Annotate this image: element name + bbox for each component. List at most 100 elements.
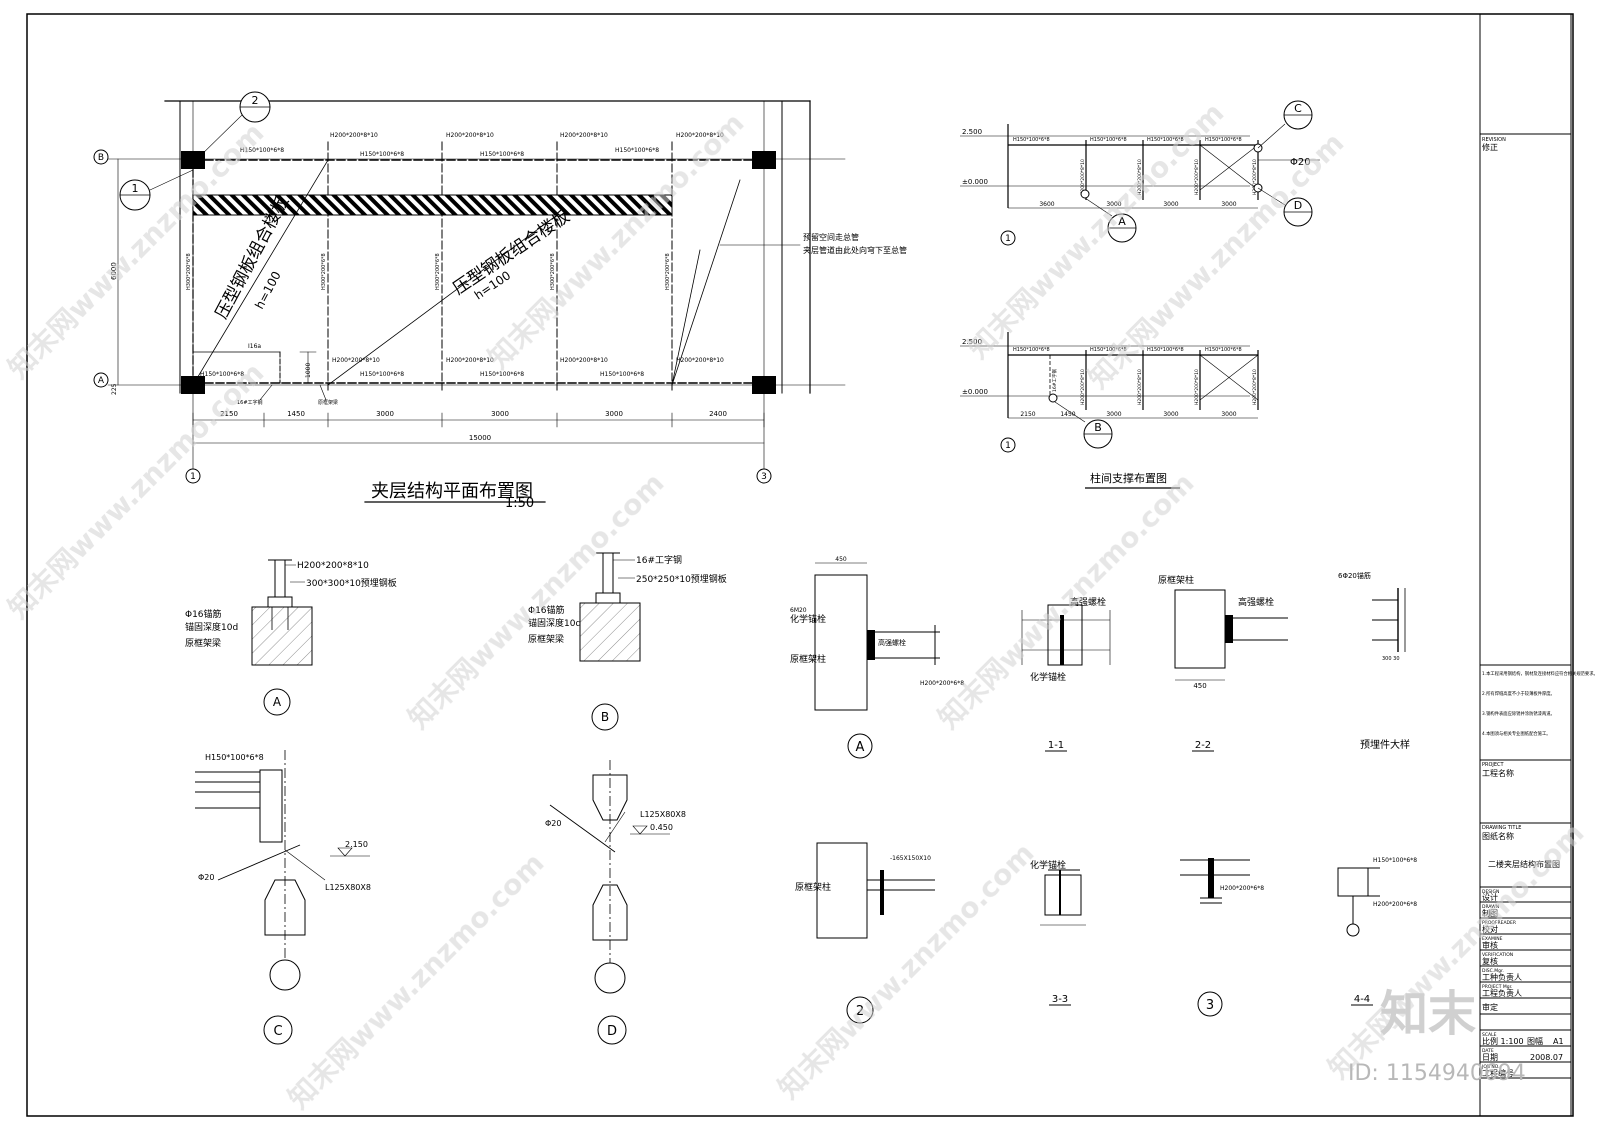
- role-design-en: DESIGN: [1482, 889, 1499, 895]
- brace-beam-b4: H150*100*6*8: [1205, 347, 1242, 353]
- label-i16-steel: 16#工字钢: [237, 399, 263, 406]
- section-1-1: 高强螺栓 化学锚栓 1-1: [1021, 596, 1111, 752]
- brace-col-b3: H200*200*8*10: [1194, 369, 1200, 405]
- beam-label-bot-1: H200*200*8*10: [332, 357, 380, 364]
- node-2-plate: -165X150X10: [890, 855, 931, 862]
- watermark-9: 知末网www.znzmo.com: [772, 836, 1041, 1105]
- joist-label-top-0: H150*100*6*8: [240, 147, 284, 154]
- dim-bottom-6: 2400: [709, 410, 727, 418]
- detail-a: H200*200*8*10 300*300*10预埋钢板 Φ16锚筋 锚固深度1…: [185, 559, 397, 716]
- dim-225: 225: [111, 383, 118, 395]
- node-3-label: 3: [1206, 998, 1214, 1013]
- column-b3: [752, 151, 776, 169]
- brace-col-3: H200*200*8*10: [1194, 159, 1200, 195]
- detail-d-rod: Φ20: [545, 819, 561, 828]
- brace-callout-c: C: [1294, 102, 1302, 115]
- detail-b-plate: 250*250*10预埋钢板: [636, 573, 727, 585]
- node-2: -165X150X10 原框架柱 2: [795, 842, 935, 1024]
- section-2-2: 450 原框架柱 高强螺栓 2-2: [1158, 574, 1288, 752]
- watermark-brand: 知末: [1380, 986, 1476, 1042]
- label-frame-beam: 原框架梁: [318, 399, 338, 406]
- brace-beam-1: H150*100*6*8: [1013, 137, 1050, 143]
- i16-label: I16a: [248, 343, 261, 350]
- note-1: 1.本工程采用钢结构，钢材及连接材料应符合相关规范要求。: [1482, 670, 1598, 677]
- general-notes: 1.本工程采用钢结构，钢材及连接材料应符合相关规范要求。 2.所有焊缝高度不小于…: [1482, 670, 1598, 737]
- node-2-label: 2: [856, 1004, 864, 1019]
- detail-a-label: A: [273, 695, 282, 709]
- joist-label-top-3: H150*100*6*8: [615, 147, 659, 154]
- node-a-chem: 6M20: [790, 607, 807, 614]
- brace-dim-top-3: 3000: [1163, 201, 1178, 208]
- node-a-label: A: [856, 740, 865, 755]
- detail-b-frame: 原框架梁: [528, 633, 564, 645]
- bracing-title: 柱间支撑布置图: [1090, 471, 1167, 485]
- role-pm-cn: 工程负责人: [1482, 988, 1522, 998]
- embed-rebar: 6Φ20锚筋: [1338, 571, 1371, 580]
- callout-2-label: 2: [252, 94, 259, 107]
- axis-b-label: B: [98, 153, 104, 163]
- hatched-band: [192, 194, 673, 216]
- detail-c-rod: Φ20: [198, 873, 214, 882]
- watermark-layer: 知末网www.znzmo.com 知末网www.znzmo.com 知末网www…: [2, 96, 1591, 1115]
- job-label: JOB NO.: [1481, 1064, 1500, 1070]
- axis-3-label: 3: [761, 472, 767, 482]
- brace-col-2: H200*200*8*10: [1137, 159, 1143, 195]
- detail-b: 16#工字钢 250*250*10预埋钢板 Φ16锚筋 锚固深度10d 原框架梁…: [528, 552, 727, 731]
- watermark-1: 知末网www.znzmo.com: [2, 116, 271, 385]
- job-value: 工程编号: [1482, 1068, 1514, 1078]
- role-proof-en: PROOFREADER: [1482, 920, 1516, 926]
- note-2: 2.所有焊缝高度不小于较薄板件厚度。: [1482, 690, 1555, 697]
- node-a-anchor: 化学锚栓: [790, 613, 826, 625]
- beam-label-top-1: H200*200*8*10: [330, 132, 378, 139]
- drawing-title-value: 图纸名称: [1482, 831, 1514, 841]
- detail-c-elev: 2.150: [345, 840, 368, 849]
- role-rows: DESIGN 设计 DRAWN 制图 PROOFREADER 校对 EXAMIN…: [1480, 889, 1571, 1079]
- watermark-10: 知末网www.znzmo.com: [1322, 816, 1591, 1085]
- sheet-size-label: 图幅: [1527, 1036, 1543, 1046]
- node-2-frame: 原框架柱: [795, 881, 831, 893]
- watermark-8: 知末网www.znzmo.com: [282, 846, 551, 1115]
- brace-dim-top-1: 3600: [1039, 201, 1054, 208]
- node-a-top-dim: 450: [835, 556, 847, 563]
- brace-callout-a: A: [1118, 215, 1126, 228]
- axis-1-label: 1: [190, 472, 196, 482]
- brace-beam-b3: H150*100*6*8: [1147, 347, 1184, 353]
- section-11-bolt: 高强螺栓: [1070, 596, 1106, 608]
- plan-note-2: 夹层管道由此处向穹下至总管: [803, 245, 907, 255]
- detail-a-plate: 300*300*10预埋钢板: [306, 577, 397, 589]
- detail-d-angle: L125X80X8: [640, 810, 686, 819]
- beam-label-top-4: H200*200*8*10: [676, 132, 724, 139]
- role-verify-en: VERIFICATION: [1482, 952, 1513, 958]
- brace-beam-4: H150*100*6*8: [1205, 137, 1242, 143]
- watermark-4: 知末网www.znzmo.com: [2, 356, 271, 625]
- role-examine-cn: 审核: [1482, 940, 1498, 950]
- elev-top-1: 2.500: [962, 128, 982, 136]
- section-4-4: H150*100*6*8 H200*200*6*8 4-4: [1337, 857, 1417, 1006]
- elev-zero-1: ±0.000: [962, 178, 988, 186]
- col-beam-label-4: H300*200*6*8: [550, 253, 556, 290]
- detail-b-beam: 16#工字钢: [636, 554, 682, 566]
- dim-1000: 1000: [305, 363, 312, 378]
- col-beam-label-2: H300*200*6*8: [321, 253, 327, 290]
- role-verify-cn: 复核: [1482, 956, 1498, 966]
- detail-d: Φ20 L125X80X8 0.450 D: [545, 760, 686, 1045]
- beam-label-top-2: H200*200*8*10: [446, 132, 494, 139]
- section-22-bolt: 高强螺栓: [1238, 596, 1274, 608]
- elev-zero-2: ±0.000: [962, 388, 988, 396]
- role-proof-cn: 校对: [1482, 924, 1498, 934]
- scale-label: SCALE: [1482, 1032, 1497, 1038]
- brace-phi20: Φ20: [1290, 157, 1311, 168]
- brace-i16-label: 16#工字钢: [1051, 369, 1058, 392]
- brace-beam-3: H150*100*6*8: [1147, 137, 1184, 143]
- joist-label-bot-3: H150*100*6*8: [600, 371, 644, 378]
- brace-dim-top-2: 3000: [1106, 201, 1121, 208]
- embed-label: 预埋件大样: [1360, 738, 1410, 751]
- detail-b-anchor: Φ16锚筋: [528, 604, 565, 616]
- section-3-3: 化学锚栓 3-3: [1030, 859, 1086, 1006]
- revision-label: REVISION: [1482, 137, 1506, 143]
- elev-top-2: 2.500: [962, 338, 982, 346]
- col-beam-label-1: H300*200*6*8: [186, 253, 192, 290]
- dim-bottom-4: 3000: [491, 410, 509, 418]
- detail-a-beam: H200*200*8*10: [297, 561, 369, 571]
- beam-label-bot-3: H200*200*8*10: [560, 357, 608, 364]
